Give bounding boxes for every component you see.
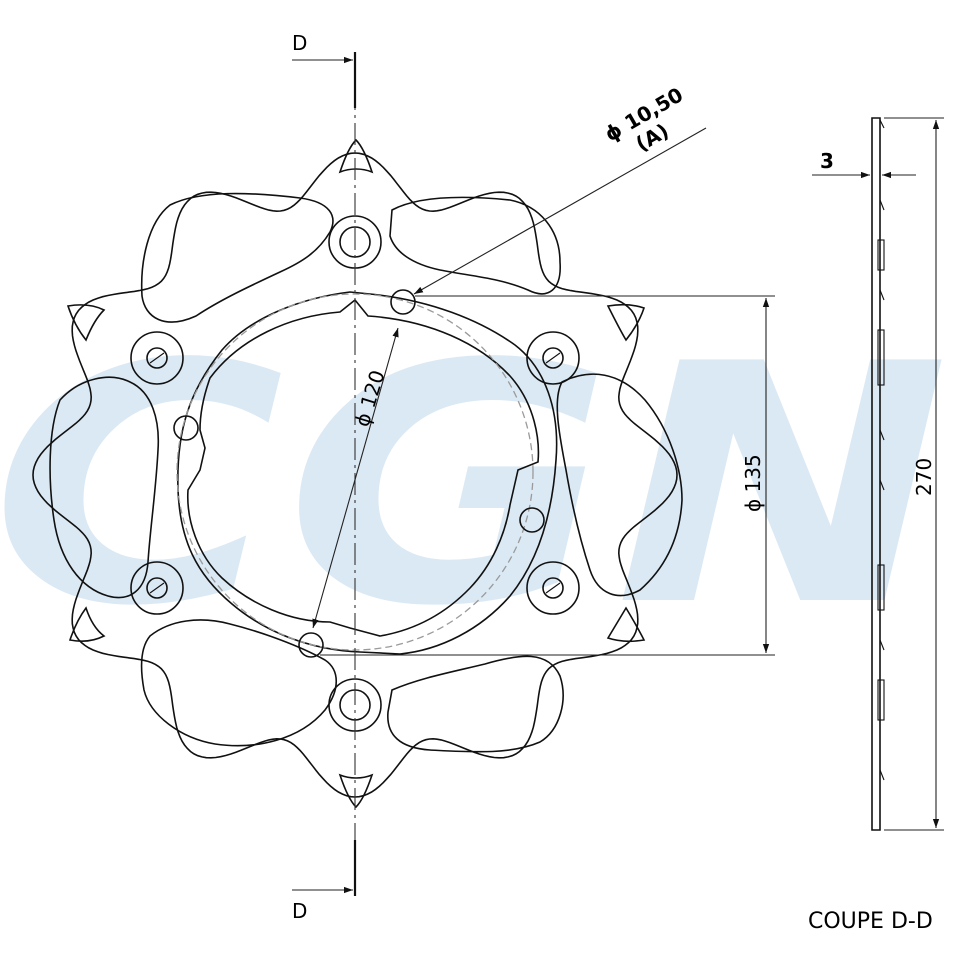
section-label-bottom: D [292, 899, 307, 923]
watermark-logo: CGN [0, 294, 950, 678]
inner-diameter-dim-line [312, 327, 399, 629]
hub-bolt-hole [390, 289, 416, 315]
hub-bore-edge [187, 298, 540, 637]
thickness-label: 3 [820, 149, 834, 173]
disc-windows [49, 192, 683, 753]
section-view [871, 117, 885, 831]
section-label-top: D [292, 31, 307, 55]
triangle-holes [66, 138, 646, 809]
hub-bolt-hole [298, 632, 324, 658]
bolt-hole-leader [413, 127, 707, 295]
bolt-circle-diameter-label: ϕ 135 [741, 454, 765, 512]
hub-bolt-hole [519, 507, 545, 533]
outer-diameter-label: 270 [912, 458, 936, 496]
hub-carrier-ring [177, 291, 558, 655]
hub-bolt-hole [173, 415, 199, 441]
section-caption: COUPE D-D [808, 909, 933, 934]
